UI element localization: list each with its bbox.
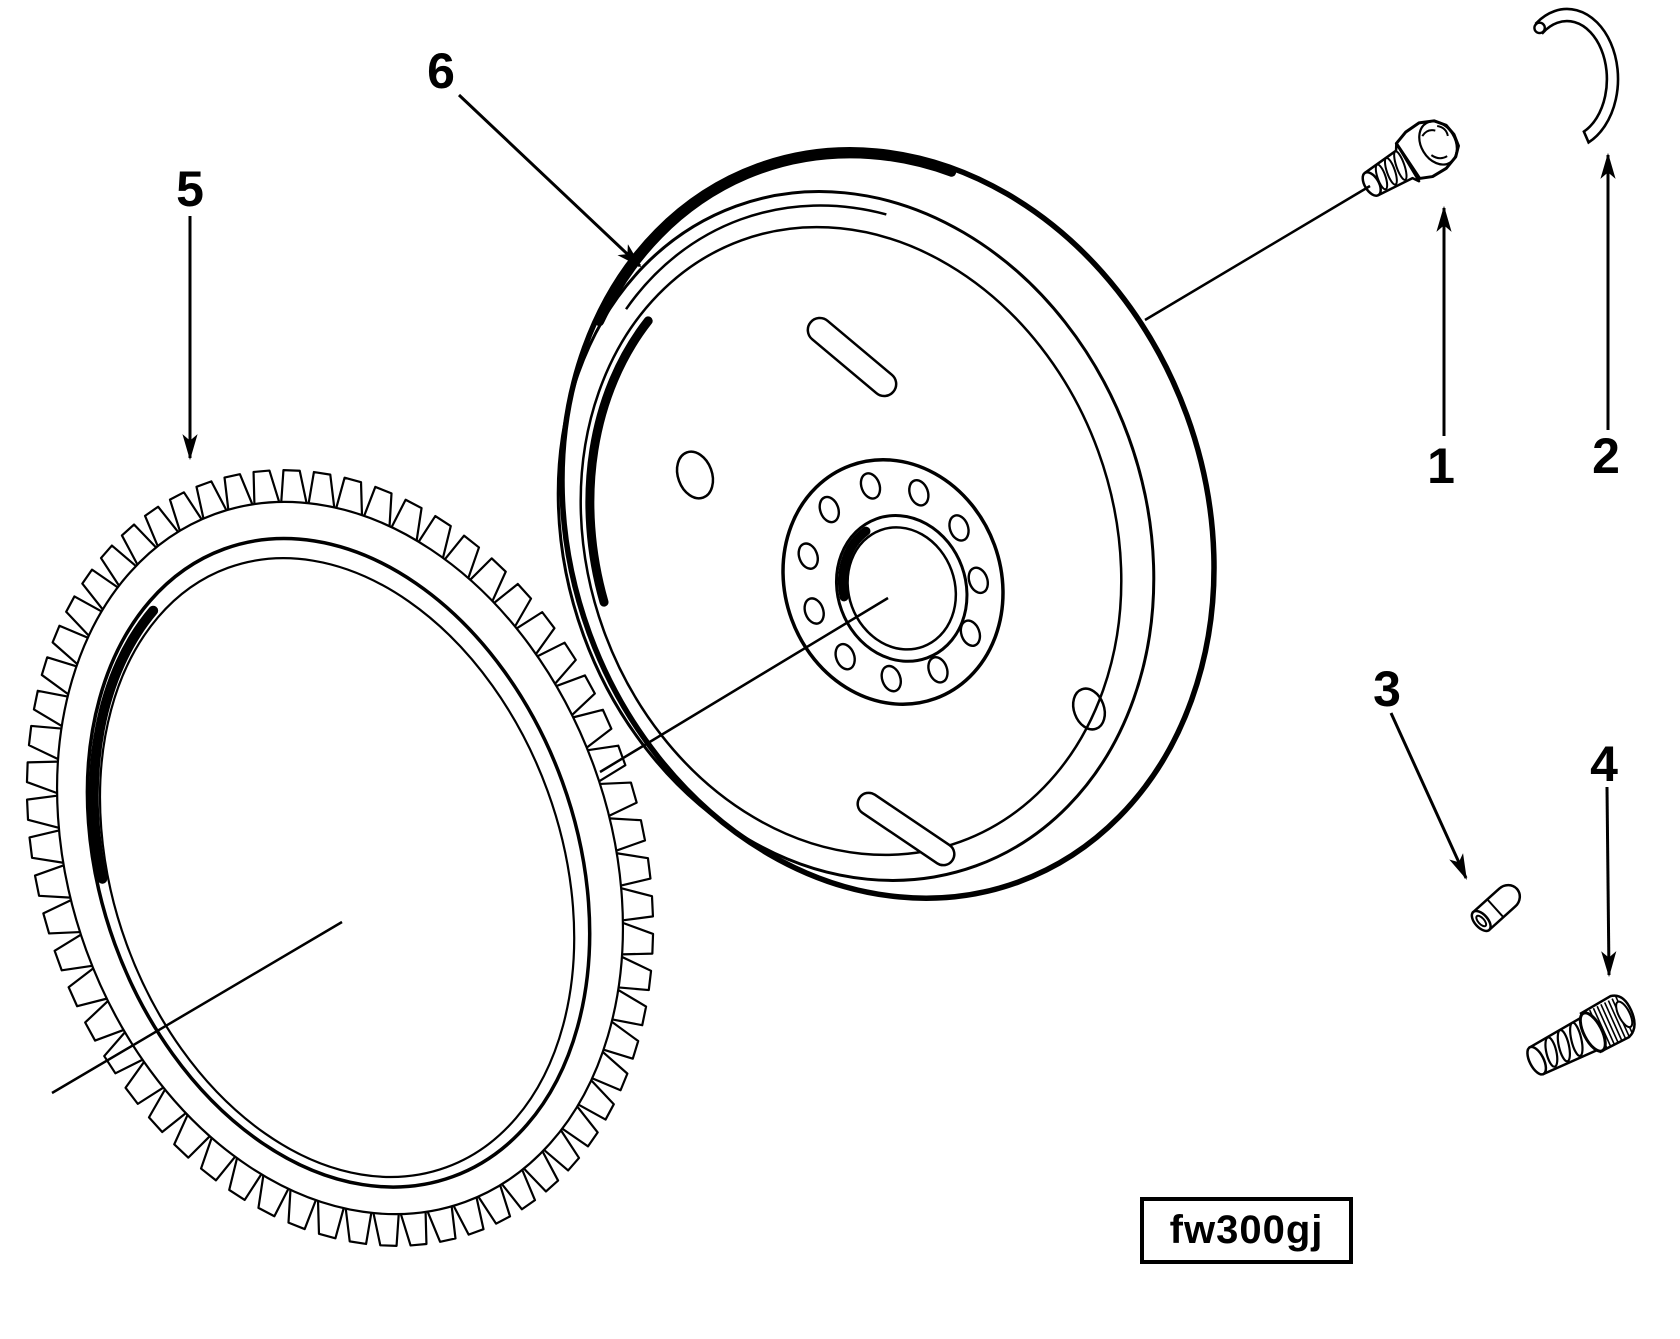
hub-bolt-hole <box>859 472 882 500</box>
assembly-axis-line-upper <box>599 596 889 774</box>
flywheel-face-hole-right <box>1071 687 1107 731</box>
callout-3-label: 3 <box>1373 661 1401 717</box>
hub-bolt-hole <box>880 664 902 693</box>
stud-thread-ridge <box>1544 1036 1559 1068</box>
hub-bore-shading-crescent <box>838 526 871 602</box>
hub-bore-outer-edge <box>834 514 969 663</box>
flywheel-illustration <box>556 147 1217 901</box>
flywheel-bolt-illustration <box>1361 119 1460 197</box>
callout-6-arrow <box>457 93 642 268</box>
hub-bolt-hole <box>797 542 819 570</box>
hub-bore-inner-edge <box>846 526 958 651</box>
flywheel-hub <box>781 458 1005 706</box>
bolt-head-socket-detail <box>1421 124 1449 160</box>
flywheel-face-step-arc <box>625 204 887 310</box>
stud-thread-ridge <box>1556 1028 1571 1063</box>
hub-bolt-hole <box>834 642 856 671</box>
ring-gear-bore-outer-edge <box>85 536 592 1189</box>
stud-tip-face <box>1526 1045 1548 1076</box>
stud-spline-tooth-line <box>1600 1004 1619 1043</box>
figure-code-box: fw300gj <box>1140 1197 1353 1264</box>
callout-6-label: 6 <box>427 43 455 99</box>
ring-gear-teeth <box>25 469 655 1247</box>
hub-bolt-hole <box>908 478 930 507</box>
snap-ring-band <box>1534 7 1620 145</box>
flywheel-face-hole-left <box>675 450 715 500</box>
flywheel-bottom-slot <box>856 791 956 867</box>
ring-gear-root-edge <box>55 500 625 1216</box>
snap-ring-illustration <box>1533 7 1620 145</box>
ring-gear-illustration <box>25 469 655 1247</box>
callout-2-label: 2 <box>1592 428 1620 484</box>
bolt-head-face <box>1418 120 1458 166</box>
hub-bolt-hole <box>818 495 841 524</box>
stud-collar <box>1578 1011 1607 1053</box>
callout-1-label: 1 <box>1427 438 1455 494</box>
dowel-pin-illustration <box>1470 883 1522 933</box>
flywheel-face-ring <box>579 225 1123 857</box>
bolt-leader-line <box>1144 184 1371 322</box>
hub-bolt-hole <box>959 619 982 648</box>
callout-5-label: 5 <box>176 161 204 217</box>
stud-spline-tooth-line <box>1596 1005 1615 1045</box>
dowel-pin-seam <box>1486 898 1505 918</box>
callout-4-arrow <box>1601 786 1617 978</box>
bolt-thread-ridge <box>1383 156 1398 186</box>
dowel-pin-bore <box>1475 914 1488 928</box>
stud-thread-ridge <box>1569 1021 1584 1058</box>
flywheel-rim-shading <box>595 149 957 327</box>
figure-code-text: fw300gj <box>1169 1208 1324 1252</box>
assembly-axis-line-lower <box>51 920 343 1095</box>
flywheel-face-edge <box>556 190 1156 882</box>
hub-bolt-holes <box>797 472 990 693</box>
hub-bolt-hole <box>927 656 949 684</box>
stud-spline-tooth-line <box>1603 1002 1623 1041</box>
ring-gear-shading-crescent <box>88 605 159 884</box>
hub-bolt-hole <box>803 597 825 625</box>
bolt-thread-ridge <box>1374 163 1389 191</box>
hub-bolt-hole <box>967 566 990 595</box>
hub-bolt-hole <box>948 514 970 542</box>
snap-ring-eye-hole <box>1533 21 1547 35</box>
callout-3-arrow <box>1389 712 1468 880</box>
stud-spline-tooth-line <box>1607 1000 1626 1039</box>
flywheel-face-shading-crescent <box>585 316 653 607</box>
stud-end-face <box>1615 1000 1634 1029</box>
bolt-thread-ridge <box>1393 150 1408 181</box>
stud-illustration <box>1526 994 1636 1076</box>
ring-gear-bore-inner-edge <box>98 557 576 1179</box>
flywheel-top-slot <box>806 316 898 398</box>
callout-4-label: 4 <box>1590 736 1618 792</box>
